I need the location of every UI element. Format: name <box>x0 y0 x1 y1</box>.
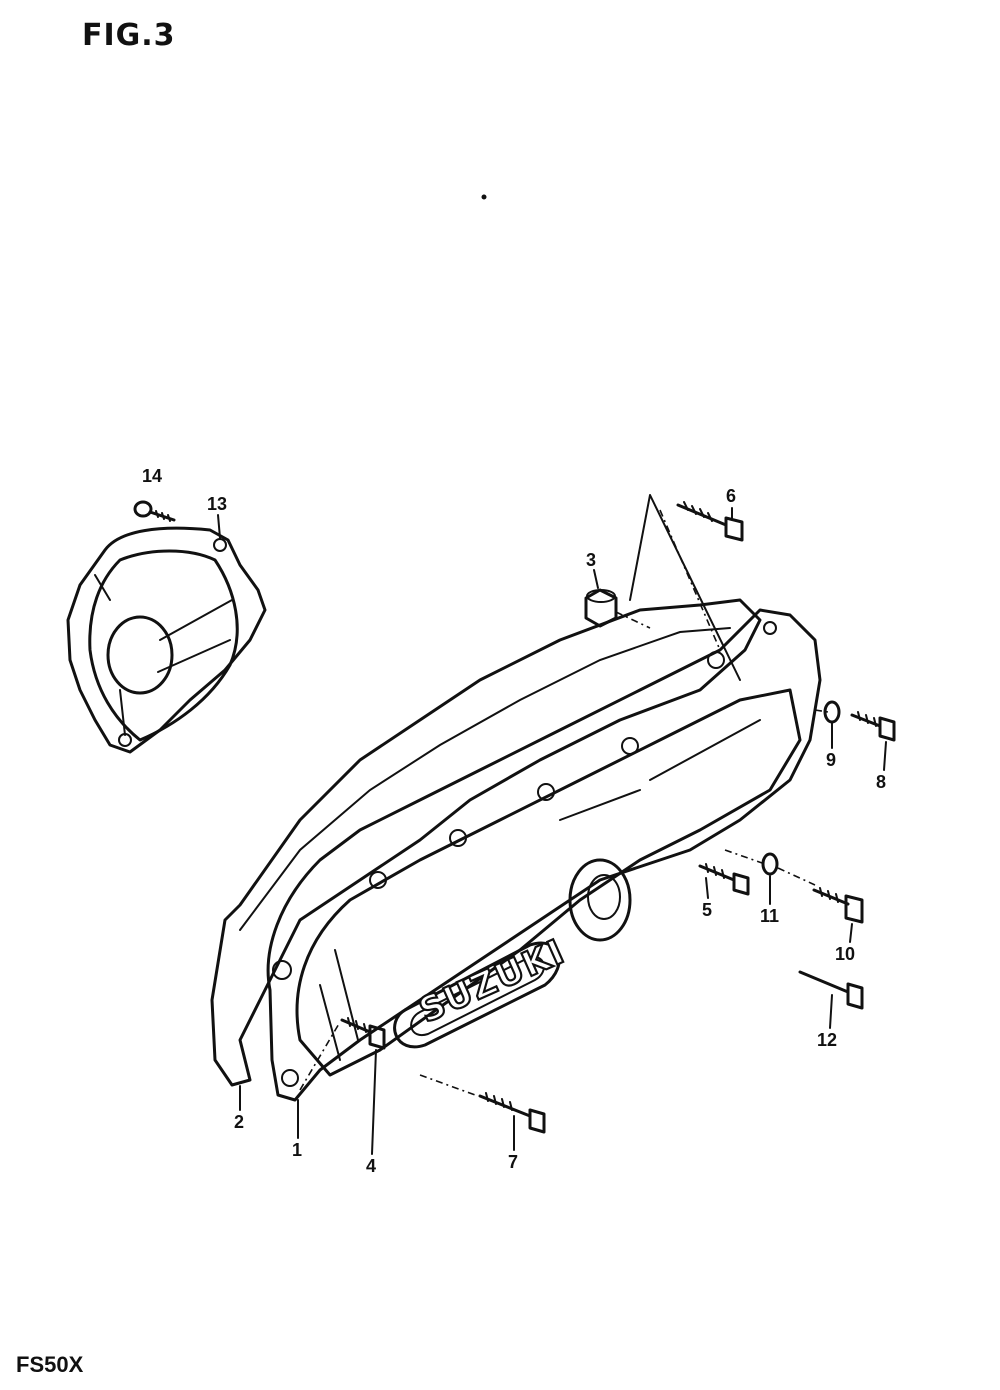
part-13-cover <box>66 526 267 754</box>
svg-text:10: 10 <box>835 944 855 964</box>
callout-13: 13 <box>207 494 227 539</box>
callout-4: 4 <box>366 1049 377 1176</box>
svg-text:3: 3 <box>586 550 596 570</box>
callout-1: 1 <box>292 1099 302 1160</box>
part-8-bolt <box>850 711 896 742</box>
stray-dot <box>481 194 487 200</box>
svg-text:6: 6 <box>726 486 736 506</box>
svg-text:5: 5 <box>702 900 712 920</box>
svg-text:4: 4 <box>366 1156 376 1176</box>
part-4-bolt <box>340 1017 386 1050</box>
part-11-washer <box>761 852 779 876</box>
svg-text:1: 1 <box>292 1140 302 1160</box>
callout-9: 9 <box>826 722 836 770</box>
callout-10: 10 <box>835 923 855 964</box>
svg-text:12: 12 <box>817 1030 837 1050</box>
leader-6 <box>629 494 741 681</box>
part-14-screw <box>133 500 176 522</box>
svg-text:14: 14 <box>142 466 162 486</box>
part-10-bolt <box>812 887 864 924</box>
part-5-bolt <box>698 863 750 896</box>
callout-2: 2 <box>234 1085 244 1132</box>
svg-text:13: 13 <box>207 494 227 514</box>
part-3-collar <box>584 588 651 629</box>
callout-5: 5 <box>702 877 712 920</box>
part-2-gasket <box>210 598 762 1087</box>
part-12-bolt <box>798 970 864 1010</box>
svg-text:2: 2 <box>234 1112 244 1132</box>
model-code: FS50X <box>16 1352 84 1377</box>
callout-12: 12 <box>817 994 837 1050</box>
svg-text:7: 7 <box>508 1152 518 1172</box>
part-7-bolt <box>478 1092 546 1134</box>
callout-11: 11 <box>760 875 779 926</box>
part-1-crankcase-cover <box>266 608 822 1102</box>
svg-text:9: 9 <box>826 750 836 770</box>
figure-title: FIG.3 <box>82 18 176 53</box>
callout-7: 7 <box>508 1115 518 1172</box>
callout-6: 6 <box>726 486 736 519</box>
svg-text:8: 8 <box>876 772 886 792</box>
callout-14: 14 <box>142 466 162 486</box>
callout-8: 8 <box>876 741 887 792</box>
svg-text:11: 11 <box>760 906 779 926</box>
callout-3: 3 <box>586 550 599 589</box>
part-6-bolt <box>676 501 744 542</box>
